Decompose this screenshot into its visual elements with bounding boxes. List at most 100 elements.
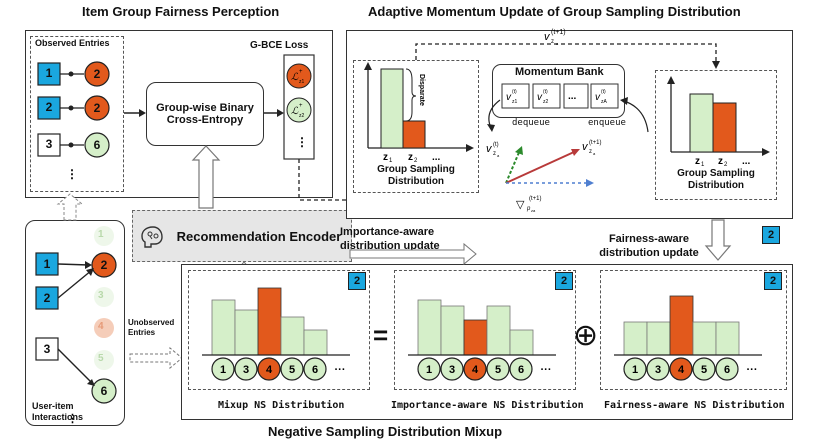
svg-text:v: v <box>582 141 589 153</box>
mixup-items: 1 3 4 5 6 ··· <box>211 357 346 381</box>
observed-user-3: 3 <box>45 137 53 151</box>
mixup-dist-label: Mixup NS Distribution <box>218 400 345 411</box>
importance-badge: 2 <box>555 272 573 290</box>
loss-z1-icon <box>286 63 312 89</box>
group-bce-box: Group-wise Binary Cross-Entropy <box>146 82 264 146</box>
loss-z2-icon <box>286 97 312 123</box>
observed-item-3: 6 <box>93 138 101 152</box>
svg-text:z: z <box>493 151 496 157</box>
svg-text:(t+1): (t+1) <box>589 140 602 146</box>
interaction-user-3-text: 3 <box>43 342 51 356</box>
importance-histogram <box>408 299 556 356</box>
svg-text:a: a <box>497 153 500 158</box>
interaction-item-4 <box>94 318 114 338</box>
svg-text:z: z <box>408 152 413 163</box>
observed-item-1: 2 <box>93 67 101 81</box>
svg-text:(t+1): (t+1) <box>551 29 566 36</box>
left-bar-z1 <box>380 68 404 149</box>
svg-text:6: 6 <box>724 364 730 376</box>
svg-text:3: 3 <box>655 364 661 376</box>
gbce-loss-label: G-BCE Loss <box>250 40 309 51</box>
interaction-item-2-text: 2 <box>100 258 108 272</box>
unobserved-entries-label: Unobserved Entries <box>128 318 175 337</box>
interaction-item-1 <box>94 226 114 246</box>
svg-text:···: ··· <box>747 364 758 376</box>
observed-ellipsis: ⋮ <box>66 167 78 181</box>
observed-pair-3 <box>37 132 110 158</box>
svg-text:ℒ: ℒ <box>291 72 299 83</box>
svg-text:+: + <box>299 69 303 75</box>
momentum-bank <box>492 64 625 118</box>
svg-text:za: za <box>531 208 536 213</box>
fairness-items: 1 3 4 5 6 ··· <box>623 357 758 381</box>
mixup-badge: 2 <box>348 272 366 290</box>
fairness-update-label: Fairness-aware distribution update <box>599 233 699 259</box>
svg-text:...: ... <box>742 156 751 167</box>
right-bar-z2 <box>712 102 737 153</box>
svg-text:5: 5 <box>289 364 295 376</box>
svg-text:1: 1 <box>220 364 226 376</box>
mixup-histogram <box>202 287 350 356</box>
svg-text:▽: ▽ <box>516 199 525 211</box>
svg-text:(t): (t) <box>493 142 499 148</box>
interaction-user-1-text: 1 <box>43 257 51 271</box>
interaction-item-6-text: 6 <box>100 384 108 398</box>
enqueue-label: enqueue <box>588 118 626 128</box>
group-dist-right-label: Group Sampling Distribution <box>677 168 755 191</box>
plus-sign: ⊕ <box>573 319 599 352</box>
equals-sign: = <box>373 320 389 350</box>
mixup-title: Negative Sampling Distribution Mixup <box>268 424 503 439</box>
svg-text:z2: z2 <box>299 113 305 119</box>
svg-text:5: 5 <box>495 364 501 376</box>
svg-text:z1: z1 <box>512 99 518 105</box>
svg-text:3: 3 <box>243 364 249 376</box>
fairness-histogram <box>614 295 762 356</box>
svg-text:v: v <box>537 92 543 103</box>
svg-text:ℒ: ℒ <box>291 106 299 117</box>
observed-user-2: 2 <box>45 100 53 114</box>
importance-dist-label: Importance-aware NS Distribution <box>391 400 584 411</box>
svg-text:(t): (t) <box>543 89 548 95</box>
svg-text:1: 1 <box>701 162 705 168</box>
observed-entries-label: Observed Entries <box>35 38 110 48</box>
interaction-user-2-text: 2 <box>43 291 51 305</box>
svg-text:(t): (t) <box>601 89 606 95</box>
svg-text:z: z <box>718 156 723 167</box>
encoder-label: Recommendation Encoder <box>176 228 342 244</box>
interaction-item-5 <box>94 350 114 370</box>
observed-item-2: 2 <box>93 101 101 115</box>
importance-items: 1 3 4 5 6 ··· <box>417 357 552 381</box>
svg-text:v: v <box>486 143 493 155</box>
observed-pair-1 <box>37 61 110 87</box>
svg-text:4: 4 <box>266 364 273 376</box>
svg-text:⋮: ⋮ <box>67 413 78 425</box>
group-dist-left-label: Group Sampling Distribution <box>377 164 455 187</box>
svg-text:⋮: ⋮ <box>296 135 308 149</box>
fairness-dist-label: Fairness-aware NS Distribution <box>604 400 785 411</box>
brain-icon <box>141 226 163 248</box>
importance-update-label: Importance-aware distribution update <box>340 226 440 252</box>
svg-text:3: 3 <box>449 364 455 376</box>
momentum-bank-label: Momentum Bank <box>515 66 604 78</box>
svg-text:...: ... <box>432 152 441 163</box>
svg-text:1: 1 <box>426 364 432 376</box>
svg-text:v: v <box>506 92 512 103</box>
dequeue-label: dequeue <box>512 118 550 128</box>
momentum-title: Adaptive Momentum Update of Group Sampli… <box>368 4 741 19</box>
svg-text:z: z <box>551 39 554 45</box>
svg-text:2: 2 <box>724 162 728 168</box>
interaction-item-3-text: 3 <box>98 290 104 301</box>
fairness-badge: 2 <box>764 272 782 290</box>
svg-text:···: ··· <box>541 364 552 376</box>
svg-text:...: ... <box>568 91 577 102</box>
interaction-item-6 <box>91 378 117 404</box>
svg-text:5: 5 <box>701 364 707 376</box>
momentum-badge: 2 <box>762 226 780 244</box>
left-bar-z2 <box>402 120 426 149</box>
svg-text:(t): (t) <box>512 89 517 95</box>
observed-user-1: 1 <box>45 66 53 80</box>
